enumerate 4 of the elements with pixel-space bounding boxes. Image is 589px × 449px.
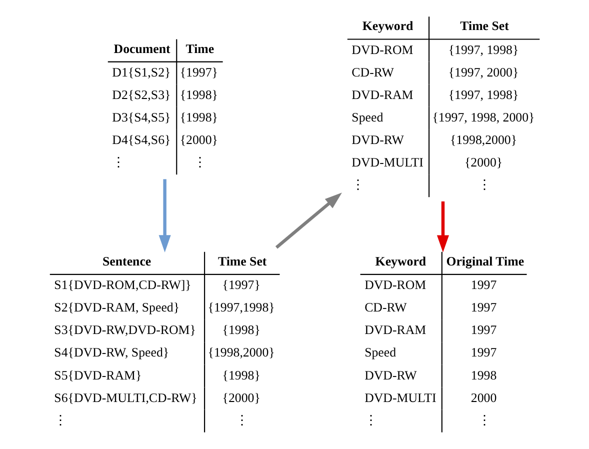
node-text: Keyword Time Set DVD-ROM {1997, 1998} CD-RW {1997, 2000} DVD-RAM {1997, 1998} Speed {1997, 1998, 2000} DVD-RW {1998,2000} DVD-MULTI {2000} ⋮ ⋮	[352, 19, 535, 192]
node-text: Sentence Time Set S1{DVD-ROM,CD-RW]} {1997} S2{DVD-RAM, Speed} {1997,1998} S3{DVD-RW,DVD-ROM} {1998} S4{DVD-RW, Speed} {1998,2000} S5{DVD-RAM} {1998} S6{DVD-MULTI,CD-RW} {2000} ⋮ ⋮	[54, 254, 275, 428]
node-text: Document Time D1{S1,S2} {1997} D2{S2,S3} {1998} D3{S4,S5} {1998} D4{S4,S6} {2000} ⋮ ⋮	[112, 42, 218, 170]
node-text: Keyword Original Time DVD-ROM 1997 CD-RW 1997 DVD-RAM 1997 Speed 1997 DVD-RW 1998 DVD-MULTI 2000 ⋮ ⋮	[364, 254, 524, 428]
